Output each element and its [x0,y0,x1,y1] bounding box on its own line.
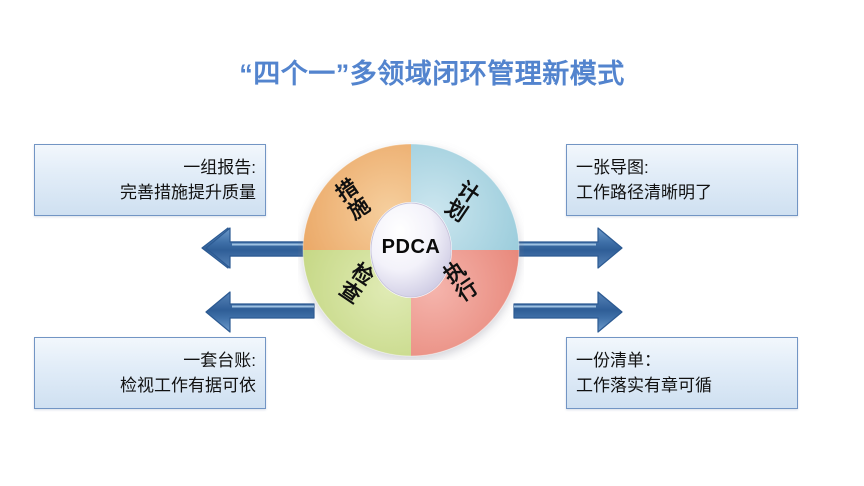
callout-box-bottom-left[interactable]: 一套台账: 检视工作有据可依 [34,337,266,409]
pdca-center-label: PDCA [381,236,441,258]
pdca-hub [370,202,452,298]
pdca-wheel: 措施 计划 检查 执行 PDCA [298,140,524,360]
callout-detail: 完善措施提升质量 [120,183,256,202]
page-title: “四个一”多领域闭环管理新模式 [239,59,625,89]
elbow-arrow-up-right-icon [512,218,630,279]
callout-detail: 工作路径清晰明了 [576,183,712,202]
callout-box-top-right[interactable]: 一张导图: 工作路径清晰明了 [566,144,798,216]
elbow-arrow-down-right-icon [512,278,630,347]
callout-heading: 一份清单： [576,351,661,370]
callout-detail: 工作落实有章可循 [576,376,712,395]
pdca-wheel-graphic [302,143,520,357]
callout-box-bottom-right[interactable]: 一份清单： 工作落实有章可循 [566,337,798,409]
callout-heading: 一张导图: [576,158,649,177]
callout-heading: 一组报告: [183,158,256,177]
callout-box-top-left[interactable]: 一组报告: 完善措施提升质量 [34,144,266,216]
elbow-arrow-down-left-icon [198,278,316,347]
callout-heading: 一套台账: [183,351,256,370]
elbow-arrow-up-left-icon [198,218,317,279]
callout-detail: 检视工作有据可依 [120,376,256,395]
